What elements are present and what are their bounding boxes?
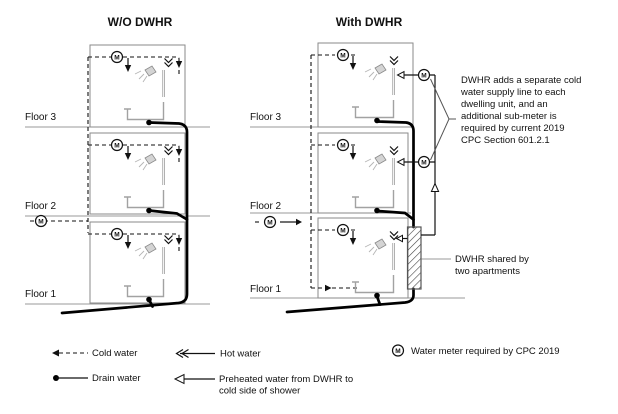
floor-label: Floor 2 [250,201,282,212]
preheated-arrow-icon [396,70,405,80]
shower-tub-fixture [87,138,183,214]
cold-water-arrow-icon [52,349,59,357]
apartment-unit-box [89,132,186,215]
floor-label: Floor 1 [25,289,57,300]
floor-label: Floor 3 [25,112,57,123]
water-meter-label: M [114,54,119,61]
water-meter-label: M [395,348,400,355]
preheated-arrow-icon [396,157,405,167]
apartment-unit-box [317,132,409,214]
submeter-note: DWHR adds a separate cold water supply l… [460,75,581,146]
legend-label-meter: Water meter required by CPC 2019 [411,346,560,357]
apartment-unit-box [89,44,186,128]
shower-tub-fixture [87,227,183,303]
note-line: additional sub-meter is [461,111,557,122]
water-meter-label: M [340,142,345,149]
legend-label-drain: Drain water [92,373,141,384]
shower-tub-fixture [310,48,399,124]
legend-label-preheated: cold side of shower [219,386,300,397]
cold-water-arrow-icon [325,284,332,292]
note-line: dwelling unit, and an [461,99,548,110]
preheated-arrow-icon [395,234,403,243]
drain-line [147,209,189,221]
note-line: two apartments [455,266,520,277]
floor-label: Floor 2 [25,201,57,212]
submeter-bracket [430,78,456,161]
note-line: water supply line to each [460,87,566,98]
note-line: DWHR adds a separate cold [461,75,581,86]
note-line: CPC Section 601.2.1 [461,135,550,146]
water-meter-label: M [340,52,345,59]
water-meter-label: M [114,142,119,149]
legend-label-hot: Hot water [220,349,261,360]
preheated-arrow-icon [430,182,440,192]
diagram-with-dwhr: With DWHR Floor 3 Floor 2 Floor 1 M [250,15,581,314]
diagram-title: With DWHR [336,15,403,29]
shower-tub-fixture [310,138,399,214]
diagram-without-dwhr: W/O DWHR Floor 3 Floor 2 Floor 1 M M M M [25,15,210,315]
shower-tub-fixture [310,223,399,299]
shared-note: DWHR shared by two apartments [455,254,529,277]
floor-label: Floor 3 [250,112,282,123]
apartment-unit-box [89,221,186,304]
water-meter-icon [34,214,48,228]
water-meter-label: M [267,219,272,226]
drain-line [375,120,415,229]
water-meter-label: M [421,72,426,79]
water-meter-label: M [421,159,426,166]
preheated-riser-line [421,75,436,236]
cold-water-arrow-icon [296,218,302,226]
water-meter-label: M [38,218,43,225]
legend-label-preheated: Preheated water from DWHR to [219,374,353,385]
note-line: required by current 2019 [461,123,565,134]
water-submeter-icon [417,155,431,169]
water-meter-icon [263,215,277,229]
drain-line [285,287,415,314]
diagram-title: W/O DWHR [108,15,173,29]
note-line: DWHR shared by [455,254,529,265]
drain-line [60,121,189,315]
legend-label-cold: Cold water [92,348,137,359]
water-meter-label: M [114,231,119,238]
water-meter-label: M [340,227,345,234]
drain-line [375,209,415,221]
legend: Cold water Hot water Drain water Preheat… [52,344,560,397]
apartment-unit-box [317,42,414,128]
preheated-arrow-icon [173,373,185,385]
shower-tub-fixture [87,50,183,126]
water-meter-icon [391,344,405,357]
water-submeter-icon [417,68,431,82]
dwhr-unit-icon [406,226,422,290]
floor-label: Floor 1 [250,284,282,295]
